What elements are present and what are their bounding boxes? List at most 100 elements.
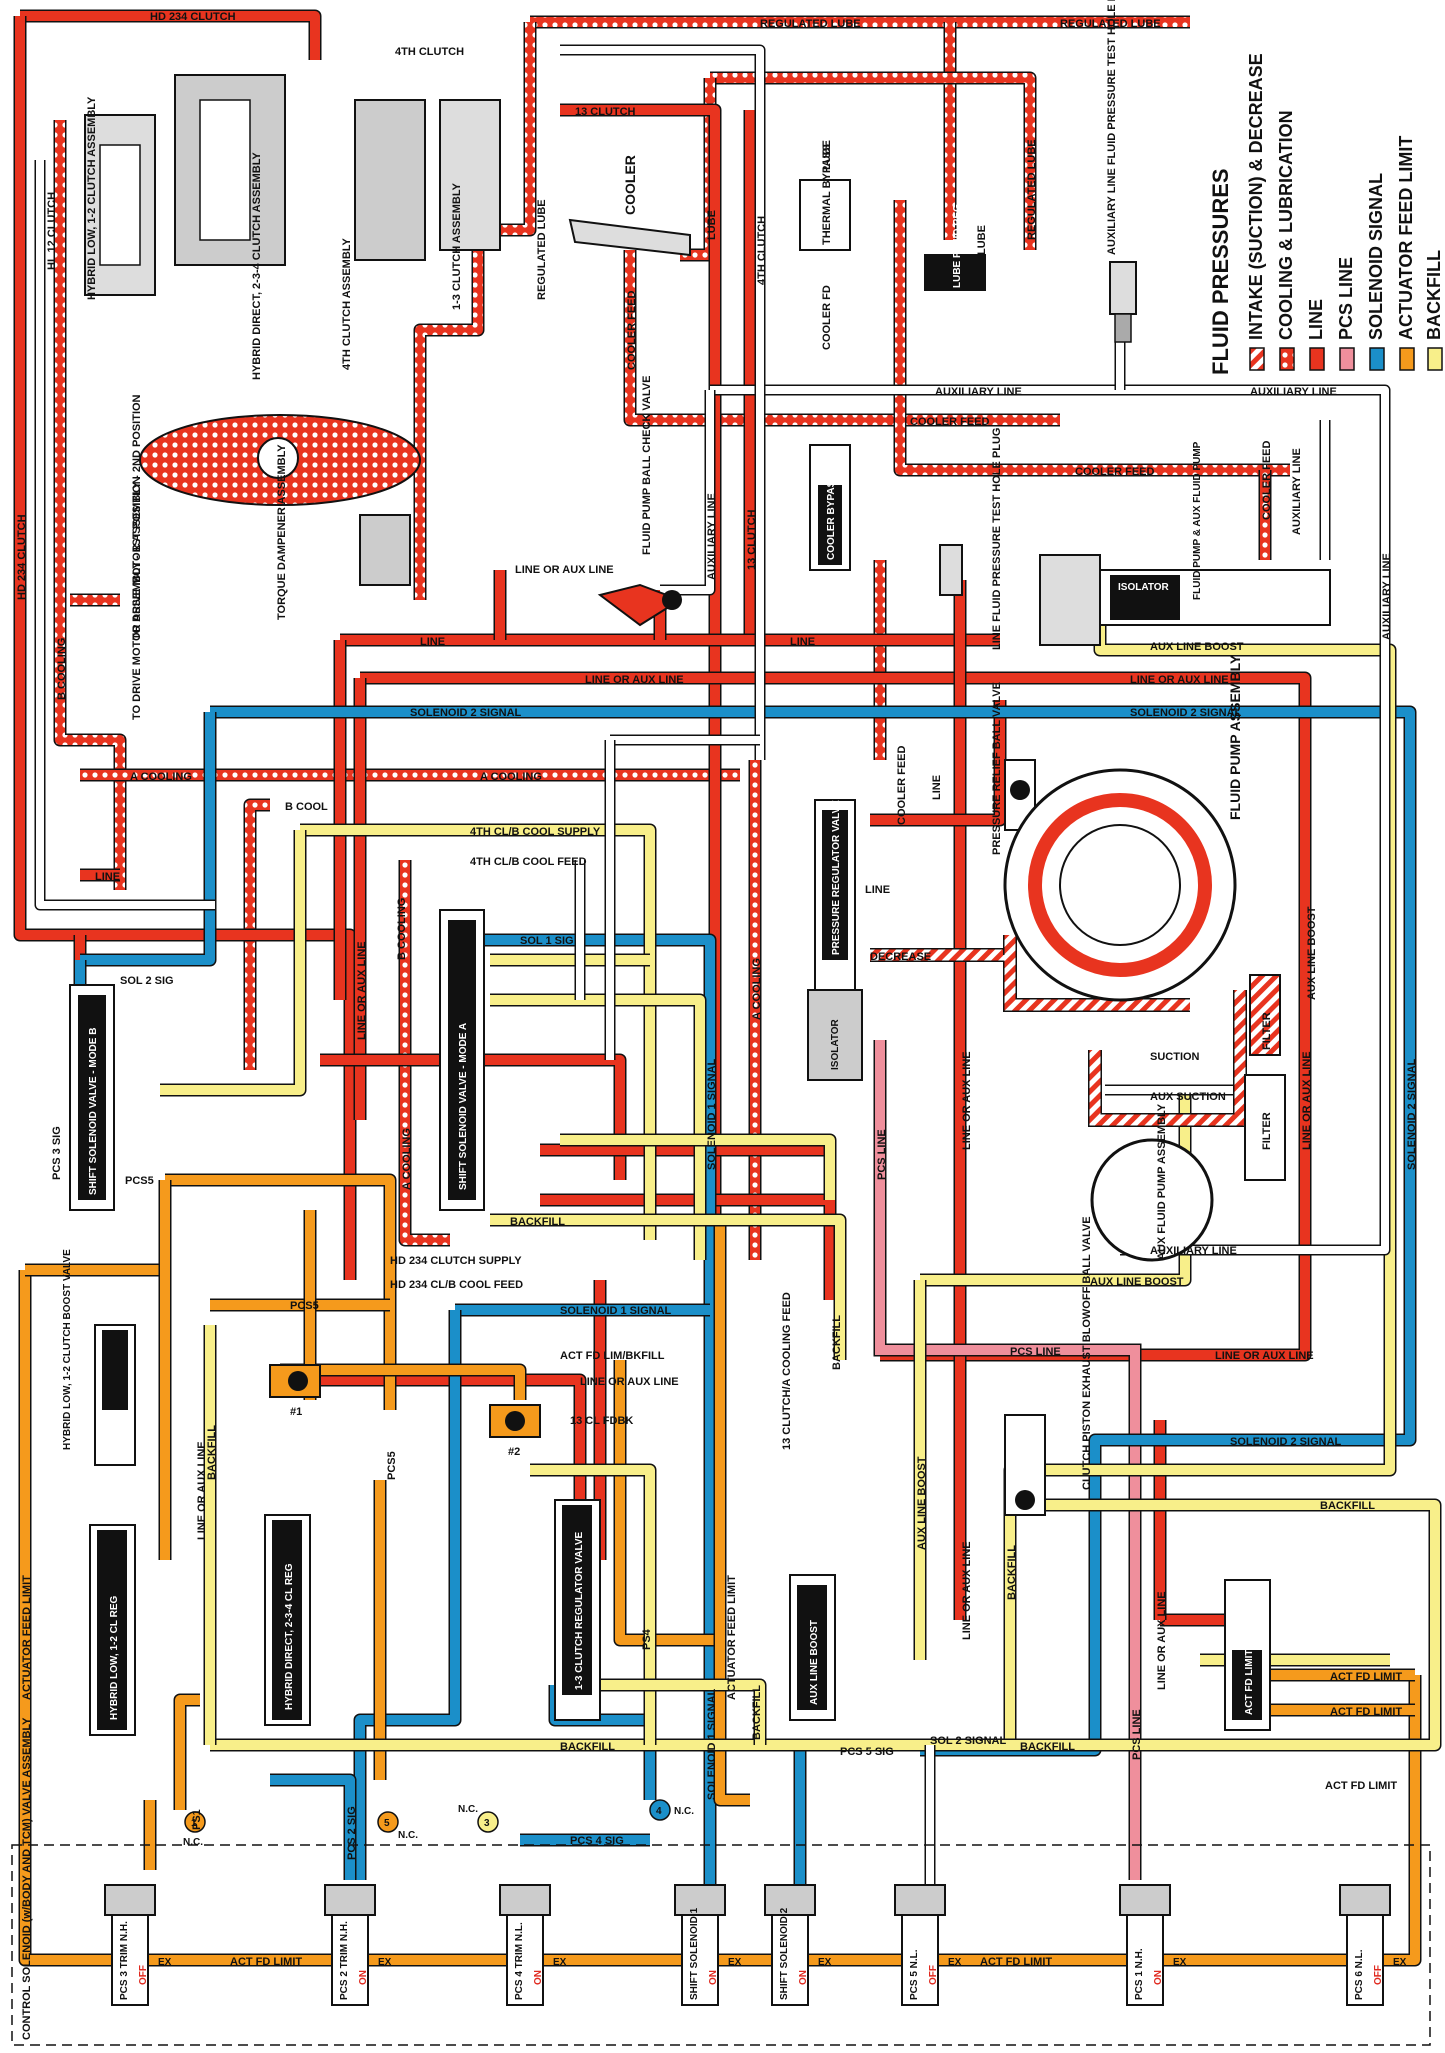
- label-pcs-line-3: PCS LINE: [1131, 1709, 1143, 1760]
- label-b-cooling-2: B COOLING: [396, 898, 408, 960]
- solenoid-body: [901, 1914, 939, 2006]
- label-4th-cool-supply: 4TH CL/B COOL SUPPLY: [470, 826, 601, 838]
- tap-4: 4 N.C.: [649, 1799, 694, 1821]
- solenoid-cap: [894, 1884, 946, 1916]
- solenoid-cap: [1119, 1884, 1171, 1916]
- one-three-clutch-label: 1-3 CLUTCH ASSEMBLY: [451, 182, 463, 310]
- control-solenoid-body-outline: [11, 1844, 1431, 2046]
- solenoid-state: OFF: [138, 1965, 149, 1985]
- svg-text:3: 3: [484, 1818, 490, 1829]
- legend-item-label: BACKFILL: [1424, 250, 1444, 340]
- legend-item-label: PCS LINE: [1336, 257, 1356, 340]
- hybrid-direct-label: HYBRID DIRECT, 2-3-4 CLUTCH ASSEMBLY: [251, 152, 263, 380]
- fluid-pump-aux-label: FLUID PUMP & AUX FLUID PUMP: [1192, 441, 1203, 600]
- legend-swatch: [1249, 347, 1265, 371]
- one-three-clutch-regulator-valve: 1-3 CLUTCH REGULATOR VALVE: [554, 1499, 601, 1721]
- hl-boost-label: HYBRID LOW, 1-2 CLUTCH BOOST VALVE: [62, 1249, 73, 1450]
- svg-text:N.C.: N.C.: [674, 1806, 694, 1817]
- aux-fluid-pump-assembly: AUX FLUID PUMP ASSEMBLY: [1090, 1103, 1214, 1262]
- label-hd234-cool-supply: HD 234 CLUTCH SUPPLY: [390, 1255, 522, 1267]
- solenoid-body: [331, 1914, 369, 2006]
- label-pcs-line-1: PCS LINE: [876, 1129, 888, 1180]
- svg-text:N.C.: N.C.: [458, 1804, 478, 1815]
- label-act-fd-limit-4: ACT FD LIMIT: [1330, 1706, 1402, 1718]
- solenoid-cap: [1339, 1884, 1391, 1916]
- label-13-fdbk: 13 CL FDBK: [570, 1415, 633, 1427]
- solenoid-state: ON: [1153, 1970, 1164, 1985]
- label-cooler-feed-3: COOLER FEED: [1075, 466, 1155, 478]
- check-ball-1: #1: [269, 1364, 321, 1418]
- hybrid-low-label: HYBRID LOW, 1-2 CLUTCH ASSEMBLY: [86, 96, 98, 300]
- one-three-clutch-assembly: 1-3 CLUTCH ASSEMBLY: [439, 99, 501, 310]
- filter: FILTER FILTER: [1244, 974, 1286, 1181]
- legend-item-label: LINE: [1306, 299, 1326, 340]
- label-act-fd-limit-2: ACT FD LIMIT: [230, 1956, 302, 1968]
- label-line-1: LINE: [420, 636, 445, 648]
- hybrid-direct-clutch-assembly: HYBRID DIRECT, 2-3-4 CLUTCH ASSEMBLY: [174, 74, 286, 380]
- label-hl12-clutch: HL 12 CLUTCH: [46, 192, 58, 270]
- pressure-regulator-label: PRESSURE REGULATOR VALVE: [831, 800, 842, 955]
- fourth-clutch-label: 4TH CLUTCH ASSEMBLY: [341, 238, 353, 370]
- act-fd-limit-valve-label: ACT FD LIMIT: [1244, 1649, 1255, 1715]
- legend-swatch: [1427, 347, 1443, 371]
- label-hd234-clutch-top: HD 234 CLUTCH: [150, 11, 236, 23]
- label-pcs5-sig: PCS 5 SIG: [840, 1746, 894, 1758]
- label-regulated-lube-2: REGULATED LUBE: [1060, 18, 1161, 30]
- label-4th-cool-feed: 4TH CL/B COOL FEED: [470, 856, 587, 868]
- label-line-or-aux-10: LINE OR AUX LINE: [580, 1376, 679, 1388]
- check-ball-1-label: #1: [290, 1406, 302, 1418]
- aux-line-plug-label: AUXILIARY LINE FLUID PRESSURE TEST HOLE …: [1106, 0, 1118, 255]
- label-a-cooling-1: A COOLING: [130, 771, 192, 783]
- solenoid-state: ON: [533, 1970, 544, 1985]
- label-aux-line-boost-3: AUX LINE BOOST: [1090, 1276, 1184, 1288]
- label-regulated-lube-1: REGULATED LUBE: [760, 18, 861, 30]
- solenoid-name: PCS 4 TRIM N.L.: [514, 1922, 525, 2000]
- label-line-or-aux-11: LINE OR AUX LINE: [196, 1441, 208, 1540]
- solenoid-cap: [324, 1884, 376, 1916]
- label-act-fd-limit-5: ACT FD LIMIT: [1325, 1780, 1397, 1792]
- label-pcs5-2: PCS5: [290, 1300, 319, 1312]
- aux-fluid-pump-label: AUX FLUID PUMP ASSEMBLY: [1156, 1103, 1168, 1260]
- solenoid-ex: EX: [158, 1957, 172, 1968]
- label-backfill-7: BACKFILL: [751, 1685, 763, 1740]
- aux-line-boost-valve: AUX LINE BOOST: [789, 1574, 836, 1721]
- pressure-relief-label: PRESSURE RELIEF BALL VALVE: [991, 682, 1003, 855]
- label-hd234-clutch-left: HD 234 CLUTCH: [16, 514, 28, 600]
- label-decrease: DECREASE: [870, 951, 931, 963]
- label-a-cooling-3: A COOLING: [751, 958, 763, 1020]
- solenoid-name: PCS 5 N.L.: [909, 1949, 920, 2000]
- label-sol1-sig: SOL 1 SIG: [520, 935, 574, 947]
- label-cooler-feed-1: COOLER FEED: [626, 290, 638, 370]
- label-lube-2: LUBE: [821, 140, 833, 170]
- label-line-or-aux-7: LINE OR AUX LINE: [961, 1541, 973, 1640]
- label-backfill-4: BACKFILL: [1020, 1741, 1075, 1753]
- label-hd234-cool-feed: HD 234 CL/B COOL FEED: [390, 1279, 523, 1291]
- line-plug-label: LINE FLUID PRESSURE TEST HOLE PLUG: [991, 428, 1003, 650]
- one-three-reg-label: 1-3 CLUTCH REGULATOR VALVE: [574, 1532, 585, 1690]
- solenoid-body: [111, 1914, 149, 2006]
- label-ps1: PS1: [191, 1809, 203, 1830]
- label-regulated-lube-4: REGULATED LUBE: [1026, 139, 1038, 240]
- legend-item-label: COOLING & LUBRICATION: [1276, 110, 1296, 340]
- label-a-cooling-2: A COOLING: [480, 771, 542, 783]
- solenoid-cap: [104, 1884, 156, 1916]
- label-pcs-line-2: PCS LINE: [1010, 1346, 1061, 1358]
- label-auxiliary-line-5: AUXILIARY LINE: [1381, 553, 1393, 640]
- legend-swatch: [1309, 347, 1325, 371]
- line-fluid-pressure-test-plug: LINE FLUID PRESSURE TEST HOLE PLUG: [939, 428, 1003, 650]
- label-act-fd-limit-3: ACT FD LIMIT: [1330, 1671, 1402, 1683]
- hybrid-low-boost-valve: HYBRID LOW, 1-2 CLUTCH BOOST VALVE: [62, 1249, 136, 1466]
- control-solenoid-label: CONTROL SOLENOID (w/BODY AND TCM) VALVE …: [21, 1717, 33, 2040]
- intake-suction-passages: [870, 935, 1247, 1127]
- label-13-clutch-top: 13 CLUTCH: [575, 106, 636, 118]
- label-line-or-aux-9: LINE OR AUX LINE: [356, 941, 368, 1040]
- filter-label: FILTER: [1261, 1012, 1273, 1050]
- label-cooler-fd: COOLER FD: [821, 285, 833, 350]
- solenoid-body: [771, 1914, 809, 2006]
- solenoid-name: SHIFT SOLENOID 2: [779, 1907, 790, 2000]
- pressure-regulator-valve: PRESSURE REGULATOR VALVE ISOLATOR: [807, 799, 863, 1081]
